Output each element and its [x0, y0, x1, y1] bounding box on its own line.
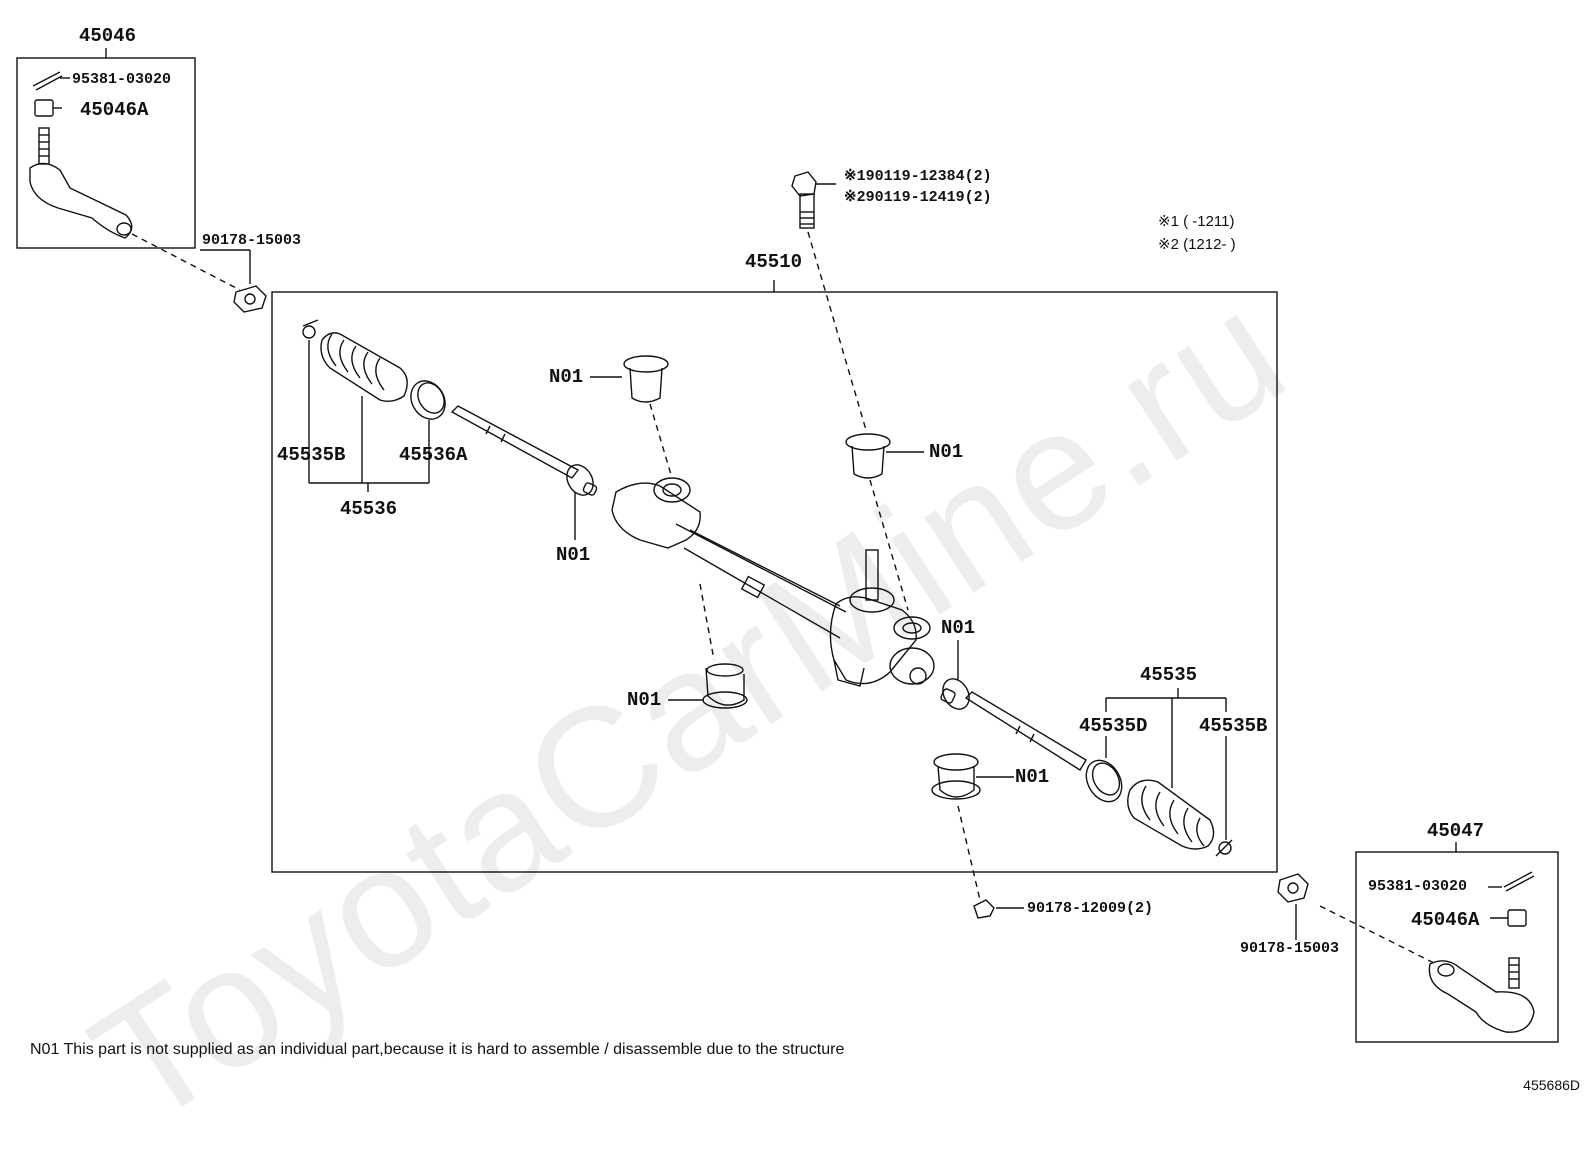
bushing-upper-right-icon [845, 433, 891, 479]
bushing-lower-right-icon [931, 753, 981, 800]
label-clamp-lh: 45536A [399, 444, 468, 466]
boot-lh-icon [320, 332, 408, 403]
nut-lh-outer-icon [233, 285, 267, 313]
tie-rod-end-lh-icon [29, 127, 133, 239]
label-nut-bottom: 90178-12009(2) [1027, 900, 1154, 917]
label-clamp-rh: 45535D [1079, 715, 1148, 737]
label-n01-upper-left: N01 [549, 366, 584, 388]
label-cotter-pin-lh: 95381-03020 [72, 71, 172, 88]
tie-rod-lh-icon [450, 405, 598, 496]
label-clip-rh: 45535B [1199, 715, 1268, 737]
castle-nut-rh-icon [1490, 909, 1527, 927]
label-nut-lh-outer: 90178-15003 [202, 232, 302, 249]
tie-rod-end-rh-box [1355, 851, 1559, 1043]
cotter-pin-rh-icon [1488, 871, 1535, 892]
bolt-icon [791, 171, 817, 229]
legend-line-1: ※1 ( -1211) [1158, 213, 1235, 230]
footnote: N01 This part is not supplied as an indi… [30, 1041, 845, 1058]
label-cotter-pin-rh: 95381-03020 [1368, 878, 1468, 895]
label-clip-lh: 45535B [277, 444, 346, 466]
tie-rod-end-rh-icon [1428, 957, 1535, 1033]
bushing-upper-left-icon [623, 355, 669, 403]
rack-housing-icon [611, 477, 935, 687]
nut-bottom-icon [973, 899, 995, 919]
label-bolt-2: ※290119-12419(2) [844, 189, 992, 206]
boot-rh-icon [1127, 779, 1215, 850]
figure-code: 455686D [1523, 1077, 1580, 1093]
legend-line-2: ※2 (1212- ) [1158, 236, 1236, 253]
label-bolt-1: ※190119-12384(2) [844, 168, 992, 185]
label-nut-rh: 45046A [1411, 909, 1480, 931]
label-boot-set-rh: 45535 [1140, 664, 1198, 686]
parts-diagram [16, 48, 1559, 1043]
label-tie-rod-end-rh: 45047 [1427, 820, 1485, 842]
nut-rh-outer-icon [1277, 873, 1309, 903]
clamp-rh-icon [1085, 759, 1123, 803]
clip-rh-icon [1215, 839, 1233, 857]
label-n01-lower-right: N01 [1015, 766, 1050, 788]
label-n01-upper-right: N01 [929, 441, 964, 463]
cotter-pin-lh-icon [32, 71, 70, 91]
label-n01-rod-left: N01 [556, 544, 591, 566]
label-n01-right-end: N01 [941, 617, 976, 639]
label-n01-lower-left: N01 [627, 689, 662, 711]
label-nut-rh-outer: 90178-15003 [1240, 940, 1340, 957]
label-nut-lh: 45046A [80, 99, 149, 121]
clip-lh-icon [302, 319, 319, 339]
castle-nut-lh-icon [34, 99, 62, 117]
rack-assy-box [271, 291, 1278, 873]
clamp-lh-icon [410, 380, 446, 420]
bushing-lower-left-icon [702, 663, 748, 709]
label-rack-assy: 45510 [745, 251, 803, 273]
label-boot-set-lh: 45536 [340, 498, 398, 520]
label-tie-rod-end-lh: 45046 [79, 25, 137, 47]
tie-rod-rh-icon [940, 678, 1087, 771]
